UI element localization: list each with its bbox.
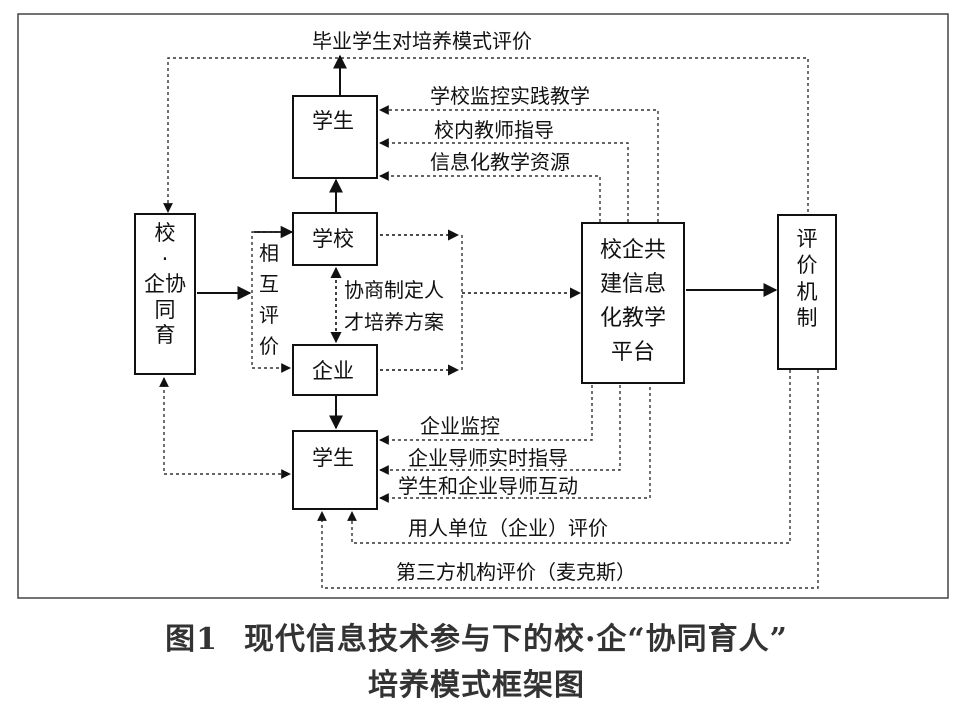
enterprise-monitor-line <box>379 385 593 445</box>
student-top-label: 学生 <box>312 109 354 133</box>
employer-eval-line <box>347 370 791 544</box>
student-top-box: 学生 <box>292 95 378 179</box>
figure-title-line2: 培养模式框架图 <box>368 668 585 703</box>
info-resources-label: 信息化教学资源 <box>430 150 570 174</box>
enterprise-label: 企业 <box>312 359 354 383</box>
evaluation-box: 评 价 机 制 <box>777 214 837 370</box>
mentor-guide-line <box>379 385 621 475</box>
school-enterprise-box: 校 · 企协 同 育 <box>134 213 196 375</box>
enterprise-box: 企业 <box>292 344 378 396</box>
student-bottom-box: 学生 <box>292 430 378 510</box>
mentor-guide-label: 企业导师实时指导 <box>408 446 568 470</box>
employer-eval-label: 用人单位（企业）评价 <box>408 516 608 540</box>
figure-title-line1: 现代信息技术参与下的校·企“协同育人” <box>243 622 788 657</box>
teacher-guide-label: 校内教师指导 <box>434 118 554 142</box>
school-box: 学校 <box>292 212 378 266</box>
school-monitor-label: 学校监控实践教学 <box>430 84 590 108</box>
graduate-eval-label: 毕业学生对培养模式评价 <box>312 29 532 53</box>
negotiate-label-2: 才培养方案 <box>344 310 444 334</box>
enterprise-monitor-label: 企业监控 <box>420 414 500 438</box>
third-party-eval-label: 第三方机构评价（麦克斯） <box>396 560 636 584</box>
school-enterprise-text: 校 · 企协 同 育 <box>144 221 186 348</box>
platform-text: 校企共 建信息 化教学 平台 <box>599 238 666 366</box>
figure-caption-line1: 图1 现代信息技术参与下的校·企“协同育人” <box>0 614 953 658</box>
info-resources-line <box>379 171 601 222</box>
student-bottom-label: 学生 <box>312 446 354 470</box>
school-monitor-line <box>379 105 659 222</box>
student-interact-label: 学生和企业导师互动 <box>398 474 578 498</box>
teacher-guide-line <box>379 138 629 222</box>
student-interact-line <box>379 385 651 503</box>
negotiate-label-1: 协商制定人 <box>344 278 444 302</box>
figure-caption-line2: 培养模式框架图 <box>0 660 953 704</box>
graduate-eval-line <box>163 57 809 218</box>
school-label: 学校 <box>312 227 354 251</box>
mutual-eval-label: 相 互 评 价 <box>259 241 279 358</box>
coop-student-link <box>159 377 291 479</box>
third-party-eval-line <box>317 370 819 589</box>
diagram-frame <box>17 13 949 599</box>
figure-number: 图1 <box>165 622 218 657</box>
platform-box: 校企共 建信息 化教学 平台 <box>581 222 685 384</box>
evaluation-text: 评 价 机 制 <box>796 227 818 330</box>
